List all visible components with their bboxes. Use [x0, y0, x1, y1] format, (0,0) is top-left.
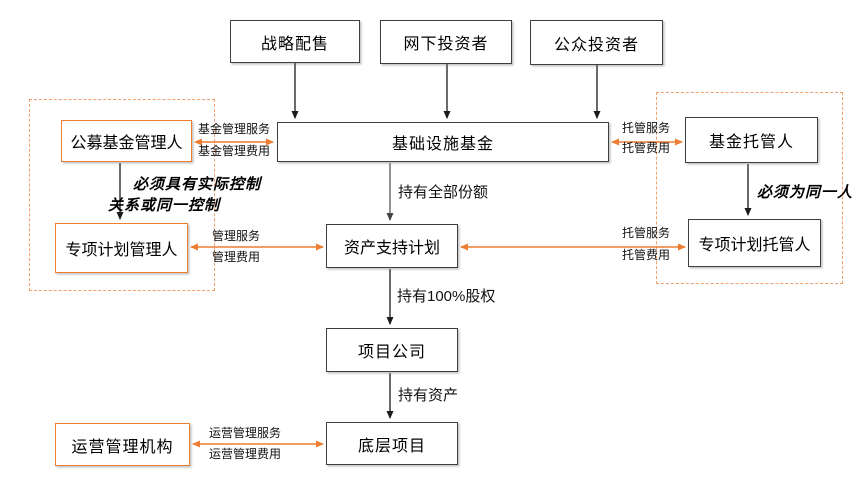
- note-same-person: 必须为同一人: [757, 184, 854, 201]
- node-underlying-project: 底层项目: [326, 422, 458, 465]
- label-holds-all-shares: 持有全部份额: [398, 184, 489, 201]
- node-asset-backed-plan: 资产支持计划: [326, 224, 458, 268]
- node-operation-manager: 运营管理机构: [55, 423, 190, 466]
- custodian-group-outline: [656, 92, 843, 284]
- label-plan-custody-fee: 托管费用: [621, 248, 670, 262]
- node-public-investors: 公众投资者: [530, 20, 663, 65]
- label-plan-mgmt-fee: 管理费用: [211, 250, 260, 264]
- label-operation-fee: 运营管理费用: [208, 447, 281, 461]
- label-fund-mgmt-service: 基金管理服务: [197, 122, 270, 136]
- label-plan-mgmt-service: 管理服务: [211, 229, 260, 243]
- node-infrastructure-fund: 基础设施基金: [277, 122, 609, 162]
- label-fund-custody-fee: 托管费用: [621, 141, 670, 155]
- node-project-company: 项目公司: [326, 328, 458, 372]
- label-fund-mgmt-fee: 基金管理费用: [197, 144, 270, 158]
- node-offline-investors: 网下投资者: [380, 20, 512, 64]
- label-plan-custody-service: 托管服务: [621, 226, 670, 240]
- node-special-plan-manager: 专项计划管理人: [55, 223, 188, 273]
- note-control-relationship-line1: 必须具有实际控制: [133, 176, 262, 193]
- node-fund-custodian: 基金托管人: [685, 117, 818, 163]
- node-special-plan-custodian: 专项计划托管人: [688, 219, 821, 267]
- node-strategic-placement: 战略配售: [230, 20, 360, 63]
- manager-group-outline: [29, 99, 215, 291]
- label-holds-100-equity: 持有100%股权: [397, 288, 496, 305]
- label-holds-assets: 持有资产: [398, 387, 459, 404]
- node-public-fund-manager: 公募基金管理人: [61, 120, 192, 162]
- note-control-relationship-line2: 关系或同一控制: [108, 197, 221, 214]
- label-fund-custody-service: 托管服务: [621, 121, 670, 135]
- label-operation-service: 运营管理服务: [208, 426, 281, 440]
